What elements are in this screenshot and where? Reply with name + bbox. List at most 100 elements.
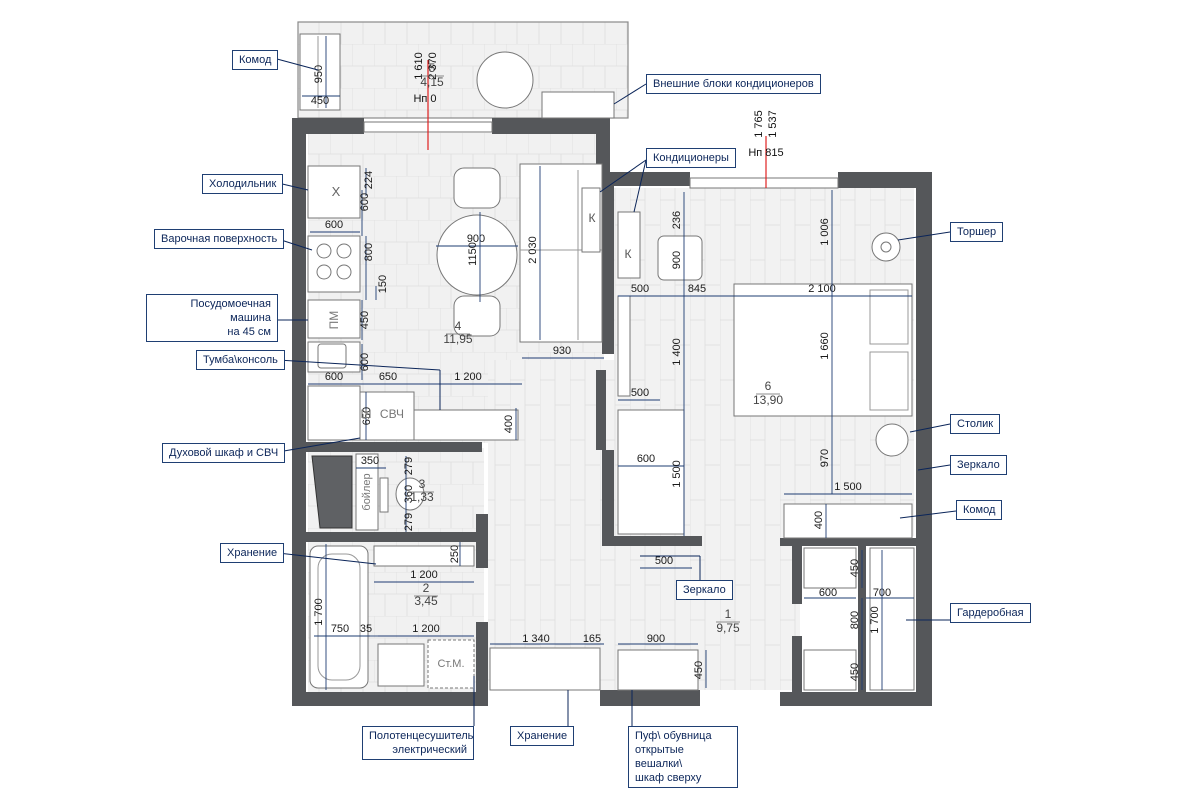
callout-storage-bath: Хранение xyxy=(220,543,285,563)
level-a-kitchen: 1 610 xyxy=(413,52,425,80)
dim-label-d236: 236 xyxy=(671,211,683,229)
armchair xyxy=(657,235,703,281)
callout-pouf-line2: открытые вешалки\ xyxy=(635,744,684,770)
shower-tray xyxy=(311,455,353,529)
dim-label-d600a: 600 xyxy=(359,193,371,211)
dim-label-d900b: 900 xyxy=(647,633,665,645)
callout-pouf: Пуф\ обувница открытые вешалки\ шкаф све… xyxy=(628,726,738,788)
room-number-bath: 2 xyxy=(423,581,430,595)
dim-label-d1340: 1 340 xyxy=(522,633,550,645)
side-table xyxy=(875,423,909,457)
toilet xyxy=(395,477,425,511)
leader-line xyxy=(909,423,951,433)
balcony-dresser xyxy=(299,33,341,111)
dim-label-d600b: 600 xyxy=(325,219,343,231)
callout-towel-line1: Полотенцесушитель xyxy=(369,730,474,742)
dining-table xyxy=(436,214,518,296)
hob-burners xyxy=(316,243,352,280)
level-mark-kitchen: Нп 0 xyxy=(413,93,436,105)
room-area-hall: 9,75 xyxy=(716,621,740,635)
dim-label-d2030: 2 030 xyxy=(527,236,539,264)
mark-boiler: бойлер xyxy=(361,473,373,510)
level-b-bedroom: 1 537 xyxy=(767,110,779,138)
room-area-balcony: 4,15 xyxy=(420,75,444,89)
dim-label-d1700a: 1 700 xyxy=(313,598,325,626)
callout-dishwasher-line1: Посудомоечная машина xyxy=(190,298,271,324)
dim-label-d900a: 900 xyxy=(467,233,485,245)
room-number-kitchen: 4 xyxy=(455,319,462,333)
dim-label-d450e: 450 xyxy=(849,663,861,681)
dim-label-d500b: 500 xyxy=(631,387,649,399)
dim-label-d800b: 800 xyxy=(849,611,861,629)
dim-label-d400a: 400 xyxy=(503,415,515,433)
dim-label-d450b: 450 xyxy=(359,311,371,329)
room-area-bath: 3,45 xyxy=(414,594,438,608)
ac-outdoor-unit xyxy=(541,91,615,119)
callout-mirror-hall: Зеркало xyxy=(676,580,733,600)
callout-wardrobe: Гардеробная xyxy=(950,603,1031,623)
floor-lamp xyxy=(871,232,901,262)
callout-air-conditioners: Кондиционеры xyxy=(646,148,736,168)
dim-label-d845: 845 xyxy=(688,283,706,295)
dim-label-d250: 250 xyxy=(449,545,461,563)
mark-ac-kitchen: К xyxy=(589,211,596,225)
mark-microwave: СВЧ xyxy=(380,407,404,421)
dim-label-d450a: 450 xyxy=(311,95,329,107)
dim-label-d500c: 500 xyxy=(655,555,673,567)
callout-side-table: Столик xyxy=(950,414,1001,434)
dim-label-d400b: 400 xyxy=(813,511,825,529)
leader-line xyxy=(276,58,319,71)
dim-label-d970: 970 xyxy=(819,449,831,467)
callout-mirror-bedroom: Зеркало xyxy=(950,455,1007,475)
dim-label-d1500a: 1 500 xyxy=(671,460,683,488)
dim-label-d930: 930 xyxy=(553,345,571,357)
room-number-hall: 1 xyxy=(725,607,732,621)
leader-line xyxy=(613,83,647,105)
dim-label-d279a: 279 xyxy=(403,457,415,475)
dim-label-d1200a: 1 200 xyxy=(454,371,482,383)
dim-label-d600d: 600 xyxy=(325,371,343,383)
dim-label-d650a: 650 xyxy=(379,371,397,383)
dim-label-d2100: 2 100 xyxy=(808,283,836,295)
dim-label-d350: 350 xyxy=(361,455,379,467)
dim-label-d1006: 1 006 xyxy=(819,218,831,246)
callout-towel-line2: электрический xyxy=(392,744,467,756)
level-mark-bedroom: Нп 815 xyxy=(748,147,783,159)
dim-label-d500a: 500 xyxy=(631,283,649,295)
balcony-chair xyxy=(476,51,534,109)
callout-fridge: Холодильник xyxy=(202,174,284,194)
washbasin xyxy=(377,643,425,687)
leader-line xyxy=(897,231,951,241)
dim-label-d224: 224 xyxy=(363,171,375,189)
mark-dishwasher: ПМ xyxy=(327,311,341,330)
leader-line xyxy=(277,437,361,453)
dim-label-d900c: 900 xyxy=(671,251,683,269)
dim-label-d750: 750 xyxy=(331,623,349,635)
leader-line xyxy=(917,464,951,471)
leader-line xyxy=(899,510,957,519)
dim-label-d800a: 800 xyxy=(363,243,375,261)
room-number-bedroom: 6 xyxy=(765,379,772,393)
callout-console: Тумба\консоль xyxy=(196,350,285,370)
callout-pouf-line3: шкаф сверху xyxy=(635,772,702,784)
callout-ac-outdoor: Внешние блоки кондиционеров xyxy=(646,74,821,94)
ac-unit-bedroom xyxy=(617,211,641,279)
level-b-kitchen: 2 370 xyxy=(427,52,439,80)
callout-dishwasher: Посудомоечная машина на 45 см xyxy=(146,294,278,342)
dim-label-d279b: 279 xyxy=(403,513,415,531)
room-area-wc: 1,33 xyxy=(410,490,434,504)
dim-label-d600e: 600 xyxy=(637,453,655,465)
dim-label-d450c: 450 xyxy=(693,661,705,679)
dim-label-d1660: 1 660 xyxy=(819,332,831,360)
dim-label-d150a: 150 xyxy=(377,275,389,293)
dim-label-d360: 360 xyxy=(403,485,415,503)
mark-oven: Ш xyxy=(361,407,372,421)
dim-label-d650b: 650 xyxy=(361,407,373,425)
washer-box xyxy=(427,639,475,689)
dim-label-d600f: 600 xyxy=(819,587,837,599)
dim-label-d1400: 1 400 xyxy=(671,338,683,366)
callout-pouf-line1: Пуф\ обувница xyxy=(635,730,712,742)
